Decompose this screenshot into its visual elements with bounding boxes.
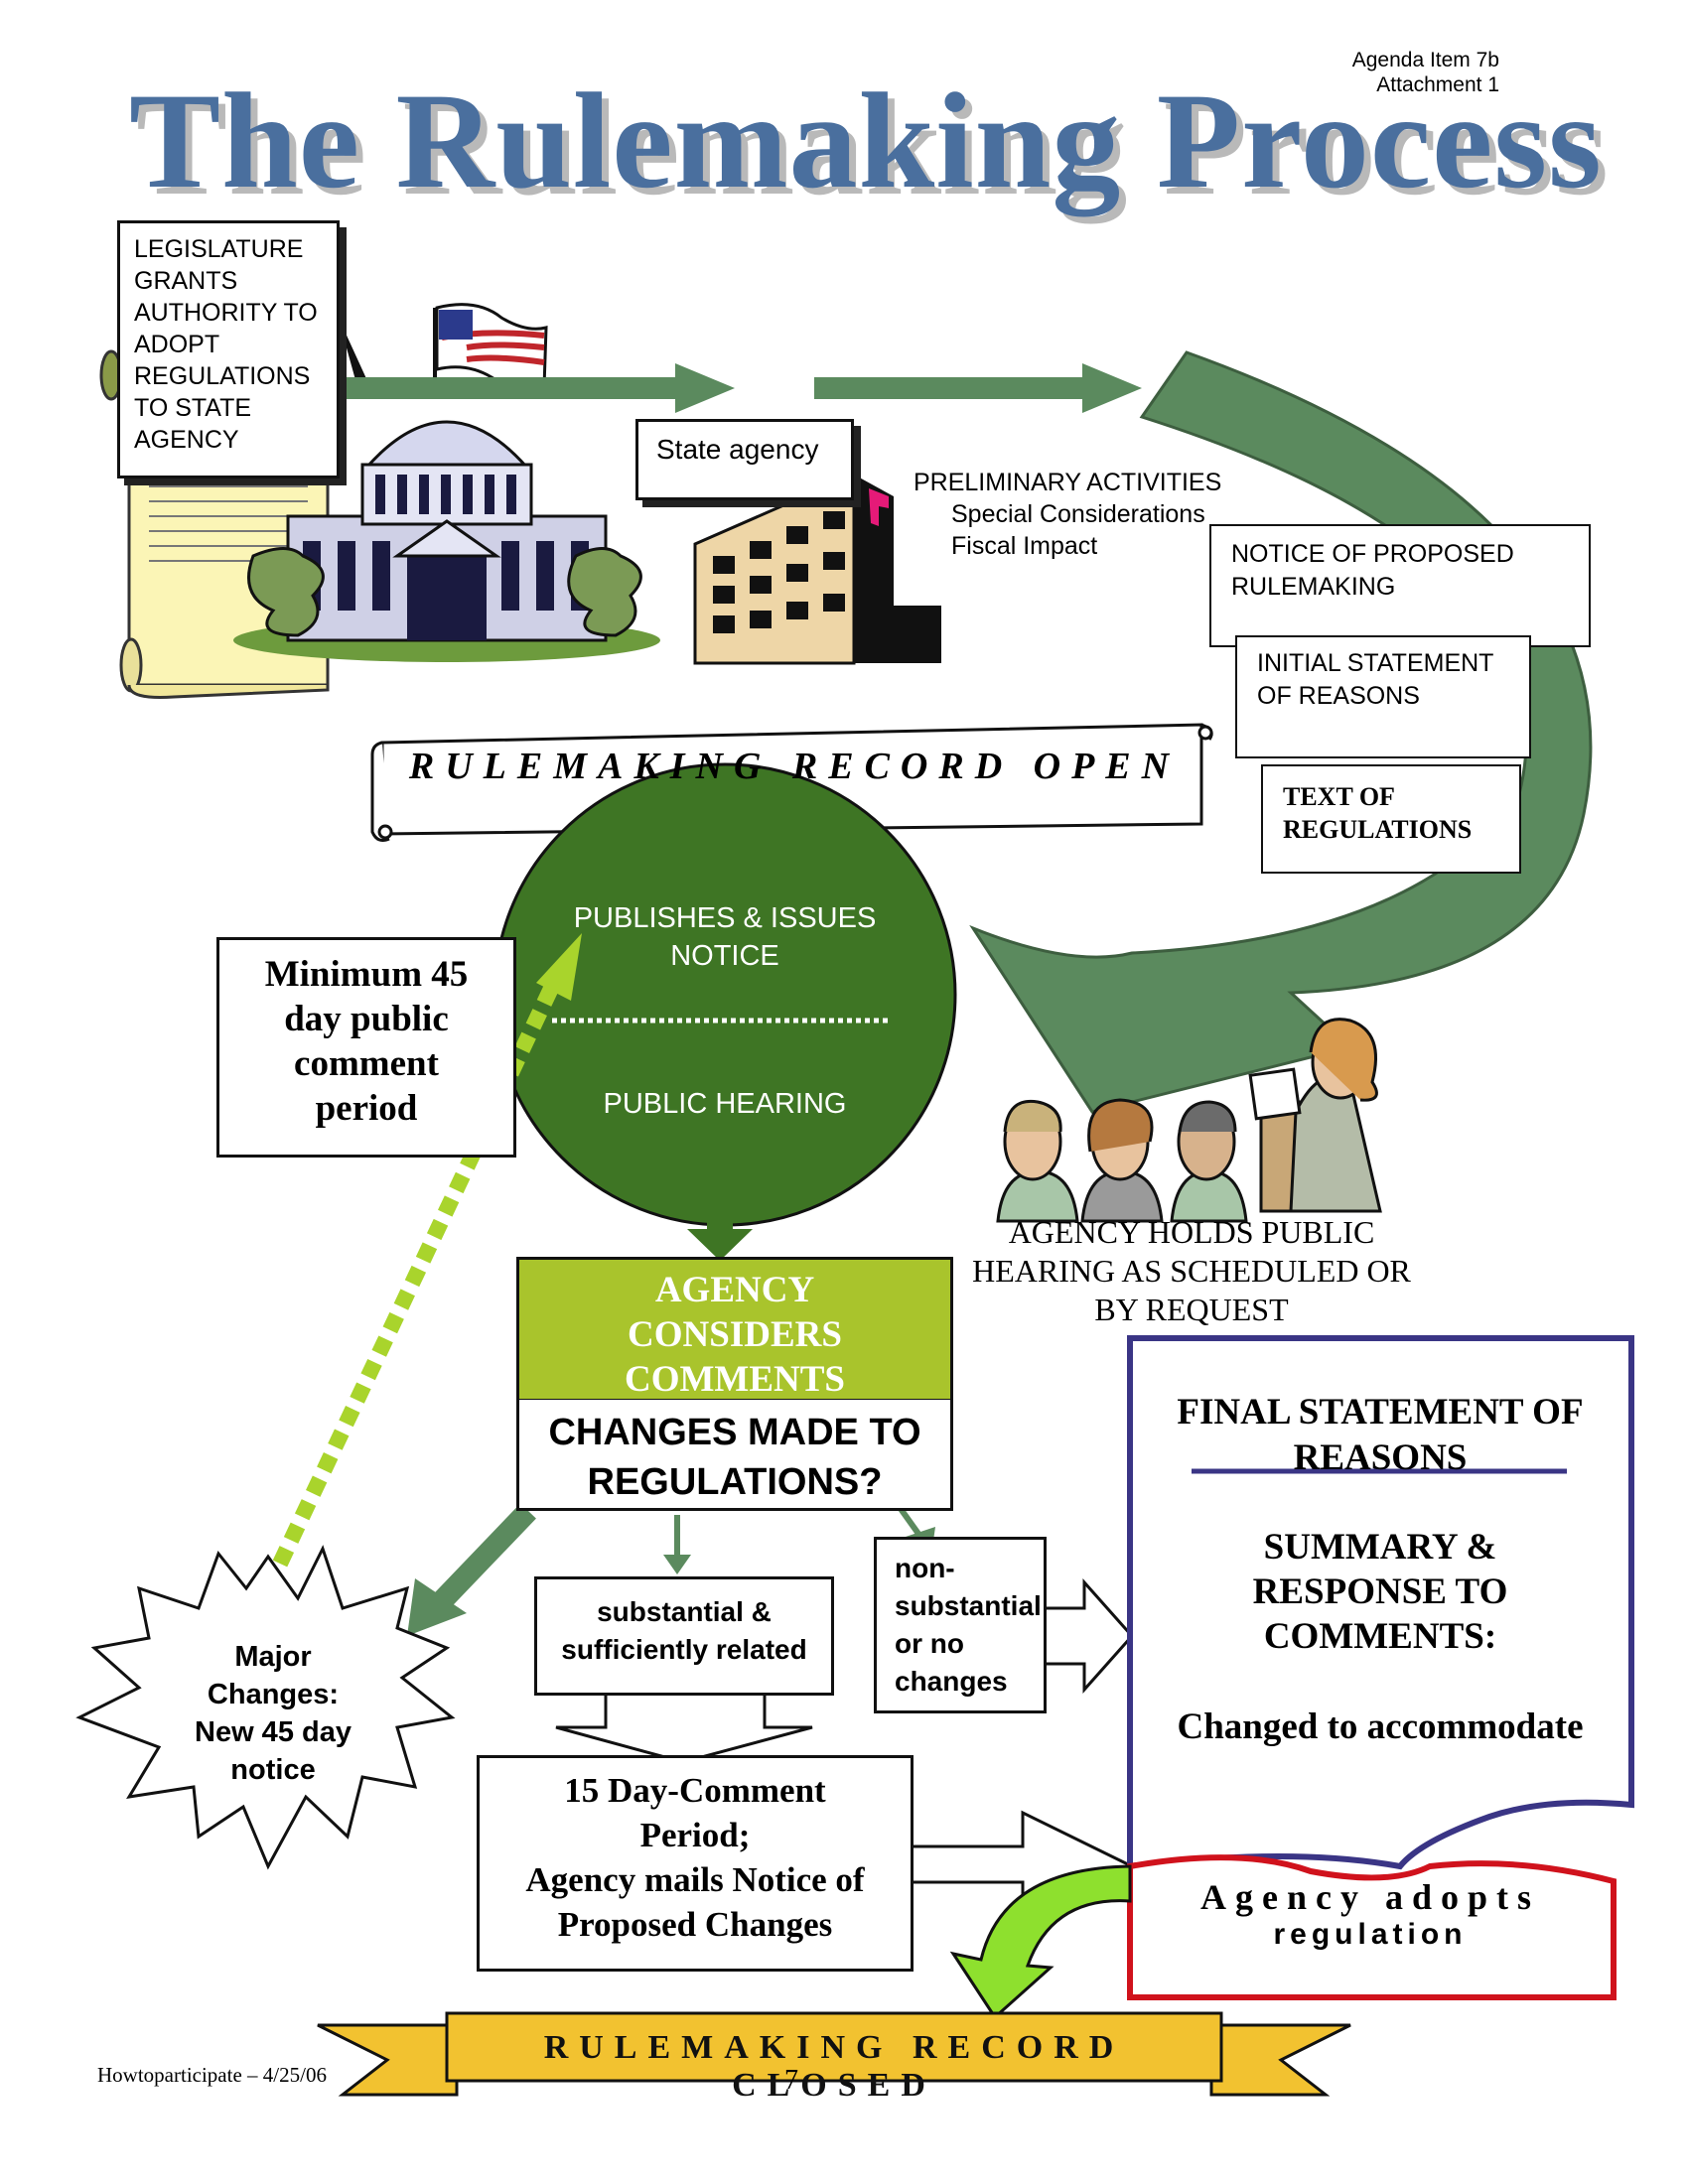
non-substantial-box: non- substantial or no changes <box>874 1537 1047 1713</box>
fifteen-line: Period; <box>639 1816 751 1854</box>
publishes-line: NOTICE <box>670 940 779 972</box>
changes-line: REGULATIONS? <box>587 1461 883 1503</box>
major-line: Major <box>234 1641 312 1673</box>
agency-adopts-box <box>1127 1854 1617 2000</box>
non-substantial-line: substantial <box>895 1590 1042 1621</box>
legislature-line: REGULATIONS <box>134 362 311 390</box>
adopts-line: regulation <box>1273 1918 1468 1951</box>
record-closed-label: RULEMAKING RECORD CLOSED <box>543 2029 1125 2104</box>
fifteen-line: 15 Day-Comment <box>564 1771 826 1810</box>
hearing-caption-line: HEARING AS SCHEDULED OR <box>972 1253 1411 1289</box>
considers-line: AGENCY <box>654 1270 815 1310</box>
summary-line: COMMENTS: <box>1263 1616 1497 1657</box>
feedback-arrow <box>272 974 564 1568</box>
flow-arrow <box>814 363 1142 413</box>
capitol-building-icon <box>233 303 660 662</box>
office-building-icon <box>693 472 941 665</box>
flow-arrow <box>407 1503 536 1636</box>
minimum-line: Minimum 45 <box>264 954 469 995</box>
substantial-line: substantial & <box>597 1596 772 1627</box>
feedback-arrow-head <box>536 933 582 1001</box>
pointer-icon <box>338 316 369 387</box>
legislature-line: GRANTS <box>134 267 238 295</box>
preliminary-item: Special Considerations <box>951 500 1205 528</box>
hollow-arrow <box>1047 1578 1135 1694</box>
changed-to-accommodate-label: Changed to accommodate <box>1177 1706 1584 1747</box>
summary-response-label: SUMMARY & RESPONSE TO COMMENTS: <box>1142 1525 1618 1659</box>
summary-line: SUMMARY & <box>1263 1527 1497 1568</box>
page-number: 7 <box>784 2065 798 2096</box>
major-line: Changes: <box>207 1679 340 1710</box>
major-changes-label: Major Changes: New 45 day notice <box>174 1638 372 1789</box>
flow-arrow <box>663 1515 691 1574</box>
minimum-line: day public <box>284 999 449 1039</box>
substantial-line: sufficiently related <box>561 1634 807 1665</box>
initial-statement-line: INITIAL STATEMENT <box>1257 649 1494 677</box>
non-substantial-line: or no <box>895 1628 964 1659</box>
hearing-caption: AGENCY HOLDS PUBLIC HEARING AS SCHEDULED… <box>953 1213 1430 1329</box>
text-of-regulations-box: TEXT OF REGULATIONS <box>1261 764 1521 874</box>
legislature-line: LEGISLATURE <box>134 235 304 263</box>
fifteen-line: Agency mails Notice of <box>525 1860 865 1899</box>
major-line: notice <box>230 1754 316 1786</box>
minimum-comment-period-box: Minimum 45 day public comment period <box>216 937 516 1158</box>
fifteen-line: Proposed Changes <box>557 1905 833 1944</box>
considers-line: CONSIDERS <box>628 1314 842 1355</box>
fifteen-day-comment-box: 15 Day-Comment Period; Agency mails Noti… <box>477 1755 914 1972</box>
return-arrow <box>949 1864 1132 2020</box>
legislature-line: TO STATE <box>134 394 252 422</box>
public-hearing-people-icon <box>996 1018 1382 1223</box>
text-of-regulations-line: REGULATIONS <box>1283 815 1473 844</box>
substantial-changes-box: substantial & sufficiently related <box>534 1576 834 1696</box>
changes-line: CHANGES MADE TO <box>548 1412 921 1453</box>
notice-line: RULEMAKING <box>1231 573 1396 601</box>
preliminary-activities: PRELIMINARY ACTIVITIES Special Considera… <box>914 467 1231 562</box>
notice-of-proposed-box: NOTICE OF PROPOSED RULEMAKING <box>1209 524 1591 647</box>
considers-line: COMMENTS <box>625 1359 845 1400</box>
publishes-notice-label: PUBLISHES & ISSUES NOTICE <box>496 899 953 975</box>
record-open-label: RULEMAKING RECORD OPEN <box>408 746 1181 787</box>
legislature-line: ADOPT <box>134 331 220 358</box>
major-changes-starburst <box>75 1545 456 1870</box>
preliminary-item: Fiscal Impact <box>951 532 1098 560</box>
initial-statement-box: INITIAL STATEMENT OF REASONS <box>1235 635 1531 758</box>
flow-arrow <box>338 363 735 413</box>
agency-adopts-label: Agency adopts regulation <box>1132 1876 1609 1952</box>
adopts-line: Agency adopts <box>1199 1877 1541 1917</box>
legislature-line: AUTHORITY TO <box>134 299 318 327</box>
legislature-line: AGENCY <box>134 426 239 454</box>
page-title: The Rulemaking Process <box>129 65 1603 216</box>
changes-made-box: CHANGES MADE TO REGULATIONS? <box>516 1400 953 1511</box>
record-closed-banner <box>317 2011 1351 2097</box>
state-agency-box: State agency <box>635 419 854 500</box>
minimum-line: comment <box>294 1043 439 1084</box>
footer-text: Howtoparticipate – 4/25/06 <box>97 2063 327 2087</box>
flow-arrow <box>687 1203 753 1261</box>
agenda-item: Agenda Item 7b <box>1351 49 1499 71</box>
summary-line: RESPONSE TO <box>1252 1571 1508 1612</box>
agenda-label: Agenda Item 7b Attachment 1 <box>1331 48 1499 97</box>
preliminary-title: PRELIMINARY ACTIVITIES <box>914 469 1222 496</box>
non-substantial-line: changes <box>895 1666 1008 1697</box>
initial-statement-line: OF REASONS <box>1257 682 1420 710</box>
text-of-regulations-line: TEXT OF <box>1283 782 1395 811</box>
legislature-box: LEGISLATURE GRANTS AUTHORITY TO ADOPT RE… <box>117 220 340 478</box>
attachment-label: Attachment 1 <box>1376 73 1499 96</box>
agency-considers-comments-box: AGENCY CONSIDERS COMMENTS <box>516 1257 953 1402</box>
minimum-line: period <box>315 1088 418 1129</box>
public-hearing-label: PUBLIC HEARING <box>603 1088 847 1120</box>
hollow-arrow <box>555 1696 813 1764</box>
hearing-caption-line: BY REQUEST <box>1094 1292 1289 1327</box>
final-statement-title: FINAL STATEMENT OF REASONS <box>1177 1392 1584 1478</box>
non-substantial-line: non- <box>895 1553 955 1583</box>
major-line: New 45 day <box>195 1716 352 1748</box>
notice-line: NOTICE OF PROPOSED <box>1231 540 1514 568</box>
publishes-line: PUBLISHES & ISSUES <box>573 902 877 934</box>
hearing-caption-line: AGENCY HOLDS PUBLIC <box>1008 1214 1375 1250</box>
